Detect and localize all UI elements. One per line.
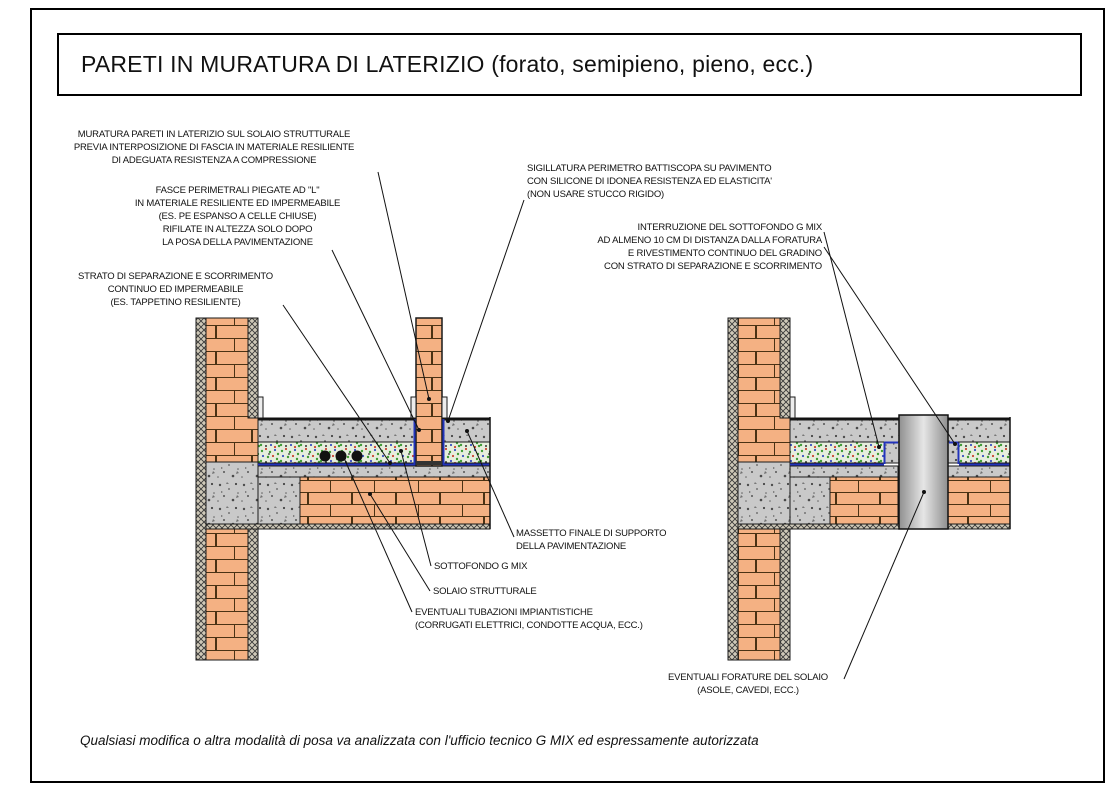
right-ring-beam [737, 461, 791, 525]
left-ceiling-plaster [205, 523, 491, 530]
leader-tubazioni [343, 457, 413, 613]
right-gmix-right [957, 441, 1011, 464]
annotation-interruzione-sottofondo: INTERRUZIONE DEL SOTTOFONDO G MIX AD ALM… [597, 222, 822, 272]
sheet-border [30, 8, 1105, 783]
right-ceiling-plaster [737, 523, 1011, 530]
right-gmix-left [789, 441, 886, 464]
left-slab-joist [257, 476, 301, 525]
partition-l-strips [413, 419, 445, 465]
right-separation-layer [790, 441, 1010, 466]
slab-duct-opening [898, 414, 949, 530]
annotation-sigillatura-battiscopa: SIGILLATURA PERIMETRO BATTISCOPA SU PAVI… [527, 163, 772, 200]
annotation-sottofondo-gmix: SOTTOFONDO G MIX [434, 561, 528, 572]
leader-massetto [466, 430, 515, 538]
partition-wall [415, 317, 443, 467]
leader-muratura [377, 171, 430, 400]
left-wall-baseboard [257, 396, 264, 419]
annotation-solaio-strutturale: SOLAIO STRUTTURALE [433, 586, 537, 597]
left-gmix-layer [257, 441, 491, 464]
pipe-conduits [319, 450, 363, 462]
right-detail [727, 317, 1011, 661]
left-slab-topping [257, 465, 491, 478]
left-wall-plaster-inner-upper [247, 317, 259, 419]
leader-forature [843, 491, 925, 680]
leader-fasce [331, 249, 420, 431]
leader-dots [342, 397, 957, 496]
annotation-muratura-pareti: MURATURA PARETI IN LATERIZIO SUL SOLAIO … [73, 129, 355, 166]
leader-strato [282, 304, 391, 464]
left-wall-plaster-outer [195, 317, 207, 661]
right-slab-hollow-blocks-left [829, 476, 899, 525]
annotation-fasce-perimetrali: FASCE PERIMETRALI PIEGATE AD "L" IN MATE… [134, 185, 341, 248]
leader-interruzione-1 [823, 231, 880, 448]
partition-resilient-strip [416, 461, 442, 465]
right-massetto-left [789, 419, 901, 443]
annotation-tubazioni-impiantistiche: EVENTUALI TUBAZIONI IMPIANTISTICHE (CORR… [415, 607, 643, 631]
leader-sottofondo [400, 450, 432, 567]
title-box: PARETI IN MURATURA DI LATERIZIO (forato,… [57, 33, 1082, 96]
right-wall-plaster-inner-upper [779, 317, 791, 419]
footer-note: Qualsiasi modifica o altra modalità di p… [80, 733, 759, 748]
right-slab-topping-right [947, 465, 1011, 478]
leader-lines [282, 171, 956, 680]
right-massetto-step-left [884, 441, 900, 464]
left-detail [195, 317, 491, 661]
right-wall-plaster-inner-lower [779, 527, 791, 661]
partition-baseboard-right [441, 396, 448, 419]
leader-solaio [369, 493, 431, 592]
right-slab-hollow-blocks-right [947, 476, 1011, 525]
left-wall-plaster-inner-lower [247, 527, 259, 661]
right-slab-joist [789, 476, 831, 525]
annotation-forature-solaio: EVENTUALI FORATURE DEL SOLAIO (ASOLE, CA… [668, 672, 828, 696]
annotation-massetto-finale: MASSETTO FINALE DI SUPPORTO DELLA PAVIME… [516, 528, 667, 552]
left-ring-beam [205, 461, 259, 525]
right-wall-baseboard [789, 396, 796, 419]
leader-interruzione-2 [823, 246, 956, 445]
right-slab-topping-left [789, 465, 899, 478]
right-wall-plaster-outer [727, 317, 739, 661]
left-slab-hollow-blocks [299, 476, 491, 525]
right-massetto-right [947, 419, 1011, 443]
page-title: PARETI IN MURATURA DI LATERIZIO (forato,… [81, 51, 814, 77]
leader-sigillatura [447, 199, 525, 422]
annotation-strato-separazione: STRATO DI SEPARAZIONE E SCORRIMENTO CONT… [78, 271, 273, 308]
